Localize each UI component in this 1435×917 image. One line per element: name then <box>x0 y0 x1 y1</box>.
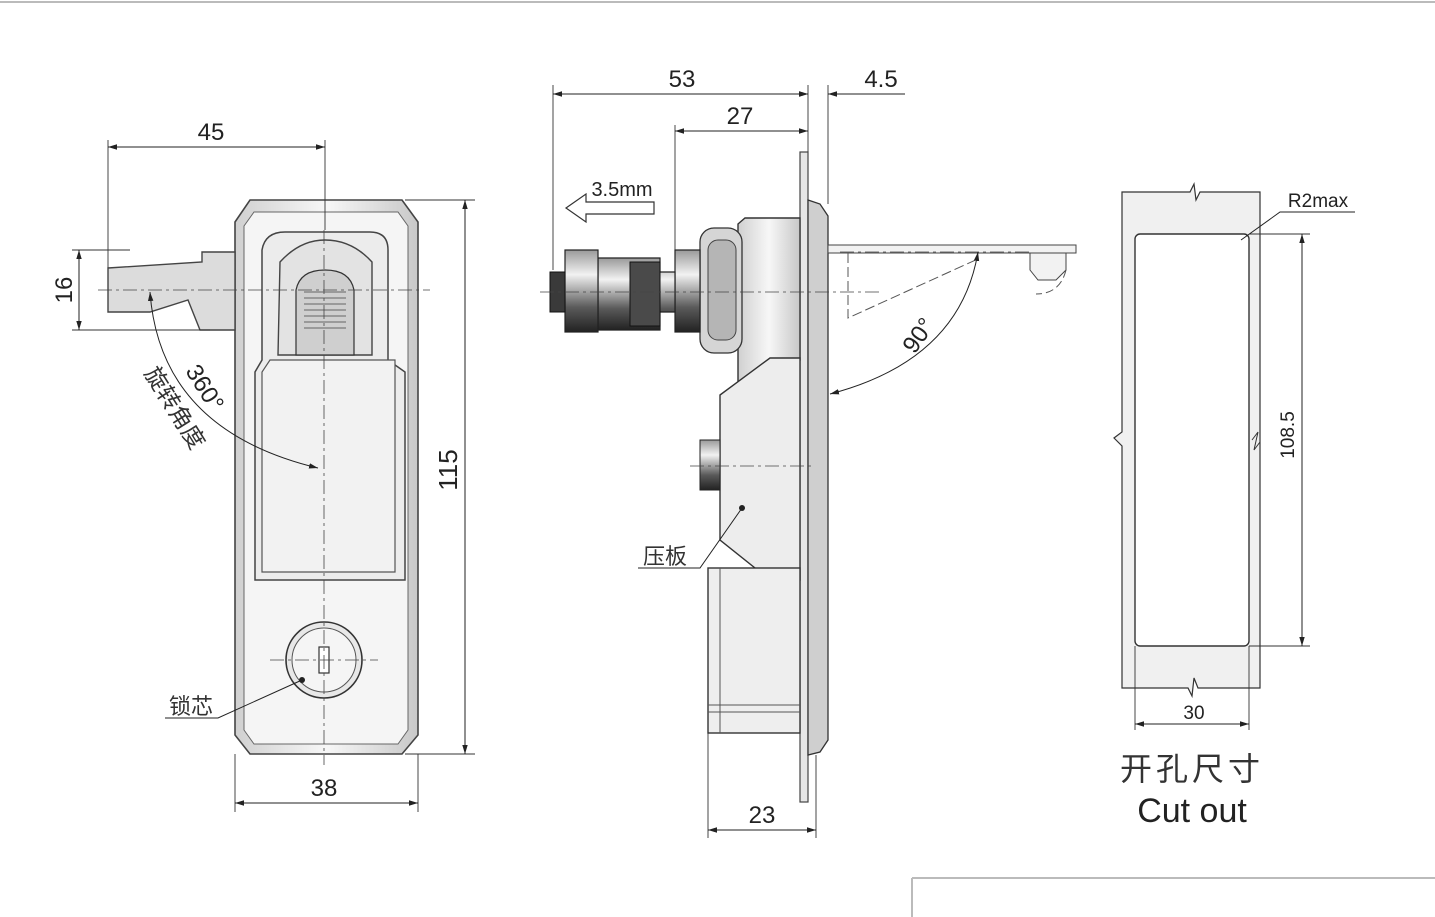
lock-core-leader <box>165 679 303 719</box>
dim-label-38: 38 <box>311 775 338 802</box>
handle-paddle <box>261 359 396 573</box>
shaft-hex <box>629 261 661 327</box>
swing-angle-label: 90° <box>897 313 940 358</box>
side-housing-lower <box>707 567 801 734</box>
swing-arc <box>829 251 980 395</box>
radius-label: R2max <box>1288 191 1349 212</box>
cutout-hole <box>1134 233 1250 647</box>
pressure-plate-leader-dot <box>739 505 745 511</box>
pressure-plate <box>719 357 801 581</box>
pressure-plate-leader <box>638 507 743 569</box>
front-lever <box>107 251 236 331</box>
cutout-view: R2max 108.5 30 开孔尺寸 Cut out <box>1113 181 1355 830</box>
shaft-nut-2 <box>564 249 599 333</box>
radius-leader <box>1240 211 1355 241</box>
dim-label-4-5: 4.5 <box>864 66 897 93</box>
shaft-nut-1 <box>674 249 701 333</box>
cutout-title-en: Cut out <box>1137 792 1247 830</box>
wedge-bolt <box>699 439 721 491</box>
cutout-title-cn: 开孔尺寸 <box>1120 750 1264 788</box>
travel-label: 3.5mm <box>591 179 652 201</box>
dim-label-30: 30 <box>1183 703 1204 724</box>
front-centerlines <box>98 230 430 765</box>
cam-inner <box>707 239 737 341</box>
dim-label-16: 16 <box>51 277 78 304</box>
pressure-plate-label: 压板 <box>643 545 687 570</box>
front-view: 45 16 115 38 360° 旋转角度 锁芯 <box>51 119 475 812</box>
latch-arm <box>827 244 1077 319</box>
frame-corner <box>911 877 1435 917</box>
dim-label-53: 53 <box>669 66 696 93</box>
lock-core-label: 锁芯 <box>169 695 213 720</box>
side-view: 53 27 4.5 3.5mm 90° 压板 23 <box>540 66 1077 838</box>
handle-grip <box>295 269 355 356</box>
lock-core-leader-dot <box>299 677 305 683</box>
dim-label-108-5: 108.5 <box>1278 411 1299 459</box>
travel-arrow <box>564 192 655 224</box>
door-plate <box>799 151 809 803</box>
side-extension-lines <box>552 85 829 838</box>
dim-label-115: 115 <box>433 449 463 490</box>
dim-label-23: 23 <box>749 802 776 829</box>
side-bezel <box>807 199 829 756</box>
cutout-break-right <box>1251 431 1261 451</box>
side-centerlines <box>540 251 1030 467</box>
dim-label-27: 27 <box>727 103 754 130</box>
dim-label-45: 45 <box>198 119 225 146</box>
rotation-arc <box>147 291 319 469</box>
